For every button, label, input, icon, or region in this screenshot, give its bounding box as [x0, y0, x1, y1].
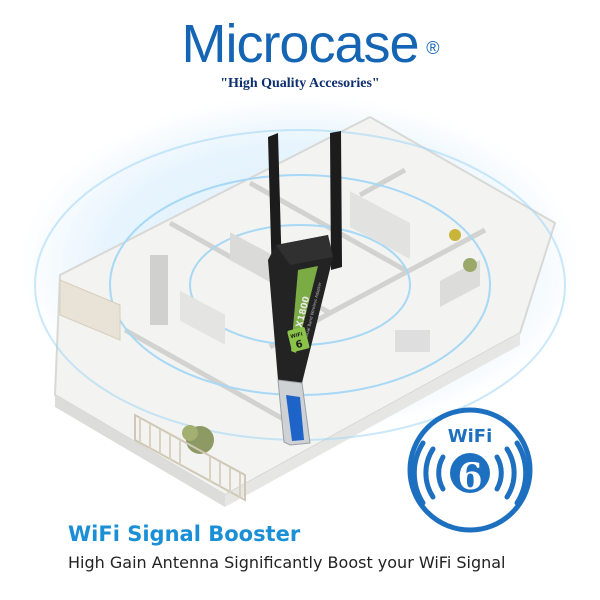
floorplan-illustration: AX1800 Dual Band Wireless Adapter WiFi 6	[20, 95, 580, 507]
wifi6-badge-label: WiFi	[447, 426, 493, 447]
wifi6-badge-graphic	[407, 407, 533, 533]
signal-waves-icon	[411, 440, 529, 506]
floor-edge-left	[55, 395, 225, 507]
floor-edge-right	[225, 333, 520, 507]
balcony-railing	[59, 279, 246, 502]
brand-header: Microcase ® "High Quality Accesories"	[0, 14, 600, 92]
usb-connector-tongue	[286, 395, 304, 441]
svg-text:6: 6	[295, 339, 304, 351]
brand-name: Microcase	[181, 14, 419, 74]
brand-tagline: "High Quality Accesories"	[220, 76, 380, 91]
antenna-left	[268, 133, 282, 279]
usb-wifi-adapter: AX1800 Dual Band Wireless Adapter WiFi 6	[268, 131, 342, 446]
headline: WiFi Signal Booster	[68, 522, 301, 546]
antenna-right	[330, 131, 342, 270]
svg-text:WiFi: WiFi	[290, 331, 304, 340]
wifi6-badge: WiFi 6	[405, 405, 535, 535]
registered-mark: ®	[426, 38, 439, 58]
adapter-wifi6-logo: WiFi 6	[287, 327, 310, 352]
wifi6-badge-number: 6	[457, 456, 483, 498]
brand-logo: Microcase ®	[181, 14, 439, 74]
subline: High Gain Antenna Significantly Boost yo…	[68, 553, 506, 572]
